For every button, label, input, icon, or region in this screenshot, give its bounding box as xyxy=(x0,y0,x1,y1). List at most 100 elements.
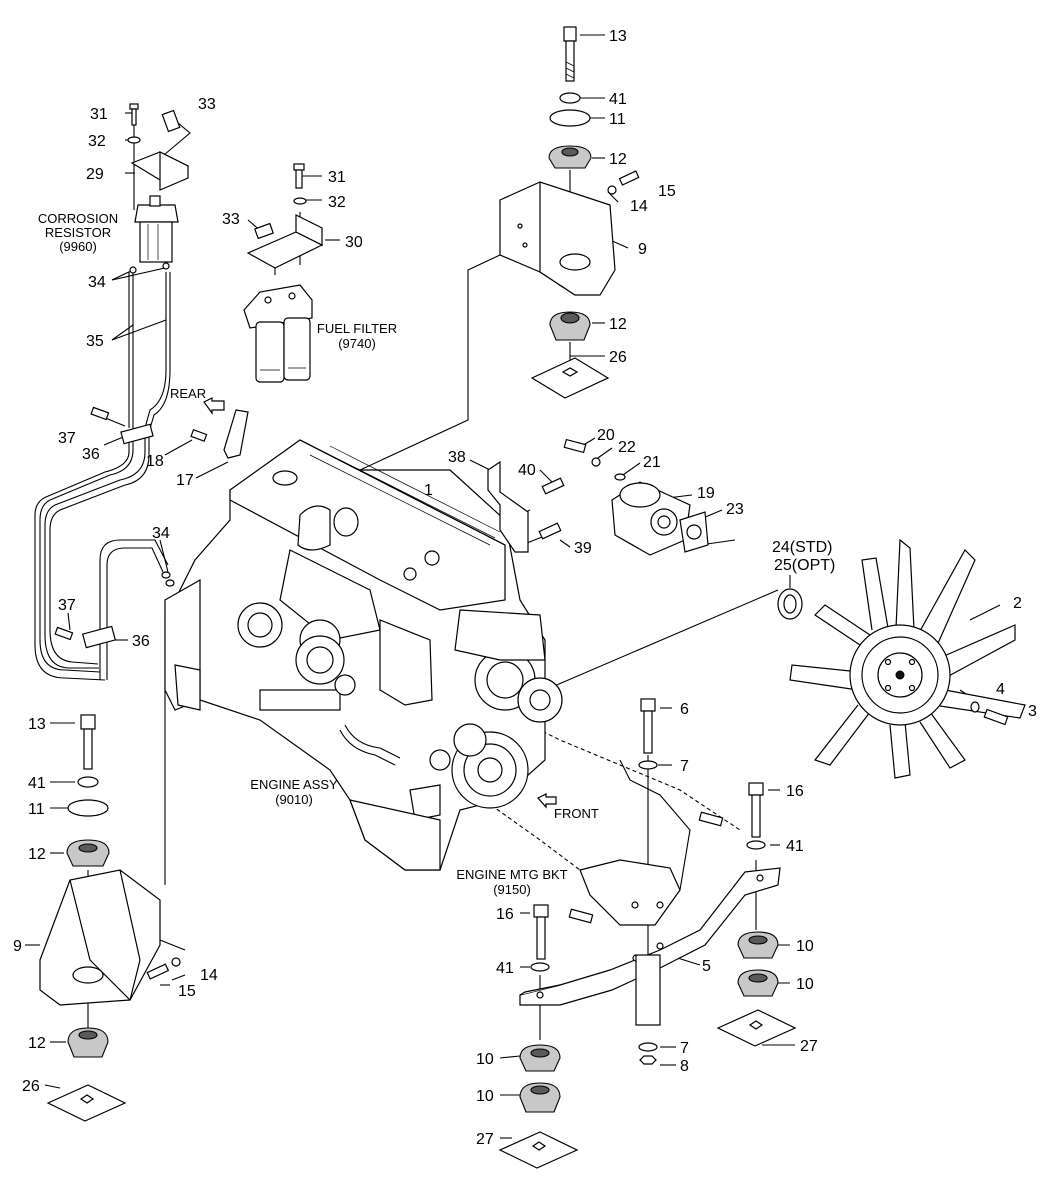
plate-26-upper xyxy=(530,357,610,399)
isolator-10-right-lower xyxy=(737,969,779,997)
washer-41-lower-center xyxy=(530,962,550,972)
fuel-filter-head xyxy=(243,284,313,329)
callout-18: 18 xyxy=(146,453,164,470)
bracket-17 xyxy=(223,409,249,459)
callout-36-lower: 36 xyxy=(132,633,150,650)
callout-34-upper: 34 xyxy=(88,274,106,291)
washer-7-lower xyxy=(638,1042,658,1052)
callout-39: 39 xyxy=(574,540,592,557)
callout-10-center-lower: 10 xyxy=(476,1088,494,1105)
washer-41-lower xyxy=(77,776,99,788)
engine-assembly-1 xyxy=(164,439,563,871)
callout-12-lower: 12 xyxy=(28,846,46,863)
bolt-37-upper xyxy=(90,406,110,421)
callout-6: 6 xyxy=(680,701,689,718)
shaft-7-spacer xyxy=(635,954,661,1026)
washer-7-upper xyxy=(638,760,658,770)
callout-37-lower: 37 xyxy=(58,597,76,614)
fitting-33-right xyxy=(254,222,274,240)
captions: CORROSION RESISTOR (9960) FUEL FILTER (9… xyxy=(38,211,599,897)
callout-9-upper: 9 xyxy=(638,241,647,258)
gasket-23 xyxy=(679,511,709,553)
callout-33-right: 33 xyxy=(222,211,240,228)
callout-14-lower: 14 xyxy=(200,967,218,984)
caption-front: FRONT xyxy=(554,806,599,821)
plate-27-center xyxy=(498,1131,579,1169)
washer-41-upper xyxy=(559,92,581,104)
callout-29: 29 xyxy=(86,166,104,183)
callout-11-lower: 11 xyxy=(28,801,45,818)
callout-9-lower: 9 xyxy=(13,938,22,955)
bolt-20 xyxy=(563,438,587,454)
callout-8: 8 xyxy=(680,1058,689,1075)
callout-32-left: 32 xyxy=(88,133,106,150)
callout-13-lower: 13 xyxy=(28,716,46,733)
caption-fuel-filter-line1: FUEL FILTER xyxy=(317,321,397,336)
bolt-16-left xyxy=(533,904,549,960)
caption-engine-assy-line1: ENGINE ASSY xyxy=(250,777,338,792)
component-19 xyxy=(611,481,691,556)
callout-10-right-upper: 10 xyxy=(796,938,814,955)
callout-12-upper: 12 xyxy=(609,151,627,168)
washer-32-right xyxy=(293,197,307,205)
bolt-39 xyxy=(538,522,562,540)
bolt-40 xyxy=(541,477,565,495)
fitting-34-b xyxy=(162,262,170,270)
callout-35: 35 xyxy=(86,333,104,350)
isolator-12-lower-upper xyxy=(549,311,591,341)
callout-41-right: 41 xyxy=(786,838,804,855)
callout-16-left: 16 xyxy=(496,906,514,923)
callout-41-lower: 41 xyxy=(28,775,46,792)
callout-25-opt: 25(OPT) xyxy=(774,557,835,574)
fan-2 xyxy=(789,538,1026,779)
isolator-12-lower xyxy=(66,839,110,867)
bracket-29 xyxy=(130,151,190,191)
callout-31-left: 31 xyxy=(90,106,108,123)
callout-19: 19 xyxy=(697,485,715,502)
callout-20: 20 xyxy=(597,427,615,444)
bolt-15-lower xyxy=(146,963,170,980)
isolator-10-center-upper xyxy=(519,1044,561,1072)
bolt-31-right xyxy=(293,163,305,189)
callout-30: 30 xyxy=(345,234,363,251)
bolt-18 xyxy=(190,429,208,442)
callout-31-right: 31 xyxy=(328,169,346,186)
callout-15-lower: 15 xyxy=(178,983,196,1000)
caption-fuel-filter-line2: (9740) xyxy=(338,336,376,351)
callout-23: 23 xyxy=(726,501,744,518)
isolator-12-upper xyxy=(548,145,592,169)
callout-41-upper: 41 xyxy=(609,91,627,108)
coolant-tubes-35 xyxy=(34,272,171,681)
plate-26-lower xyxy=(46,1084,127,1122)
callout-7-lower: 7 xyxy=(680,1040,689,1057)
callout-26-upper: 26 xyxy=(609,349,627,366)
washer-4 xyxy=(970,701,980,713)
fitting-33-left xyxy=(161,109,181,133)
callout-27-right: 27 xyxy=(800,1038,818,1055)
caption-corrosion-resistor-line2: RESISTOR xyxy=(45,225,111,240)
washer-32-left xyxy=(127,136,141,144)
isolator-10-right-upper xyxy=(737,931,779,959)
front-arrow xyxy=(537,793,557,809)
callout-2: 2 xyxy=(1013,595,1022,612)
spacer-24-25 xyxy=(777,588,803,620)
caption-engine-mtg-bkt-line1: ENGINE MTG BKT xyxy=(456,867,567,882)
bolt-small-center xyxy=(568,811,724,924)
caption-rear: REAR xyxy=(170,386,206,401)
callout-3: 3 xyxy=(1028,703,1037,720)
callout-34-lower: 34 xyxy=(152,525,170,542)
callout-37-upper: 37 xyxy=(58,430,76,447)
caption-engine-mtg-bkt-line2: (9150) xyxy=(493,882,531,897)
fitting-34-lower xyxy=(161,571,175,587)
callout-26-lower: 26 xyxy=(22,1078,40,1095)
bolt-16-right xyxy=(748,782,764,838)
caption-engine-assy-line2: (9010) xyxy=(275,792,313,807)
bolt-15-upper xyxy=(618,170,640,186)
engine-mtg-bkt xyxy=(579,759,691,926)
corrosion-resistor-assembly xyxy=(34,103,190,681)
bolt-6 xyxy=(640,698,656,754)
washer-14-lower xyxy=(171,957,181,967)
callout-14-upper: 14 xyxy=(630,198,648,215)
plate-27-right xyxy=(716,1009,797,1047)
washer-14-upper xyxy=(607,185,617,195)
